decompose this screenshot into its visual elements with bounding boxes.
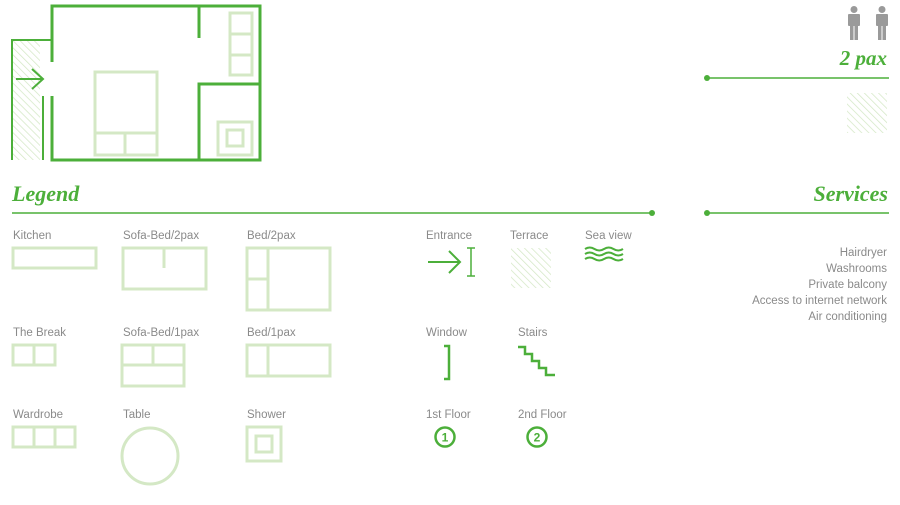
wardrobe-symbol bbox=[11, 425, 77, 449]
sofa-bed-2pax-symbol bbox=[121, 246, 208, 291]
window-symbol bbox=[444, 344, 451, 381]
service-item: Air conditioning bbox=[808, 311, 887, 323]
legend-label-bed-1pax: Bed/1pax bbox=[247, 327, 296, 339]
legend-divider bbox=[12, 210, 655, 216]
legend-label-bed-2pax: Bed/2pax bbox=[247, 230, 296, 242]
entrance-symbol bbox=[428, 247, 475, 277]
service-item: Private balcony bbox=[808, 279, 887, 291]
terrace-symbol bbox=[511, 248, 551, 288]
plan-shower bbox=[216, 120, 254, 157]
services-divider bbox=[704, 210, 889, 216]
legend-label-sofa-bed-1pax: Sofa-Bed/1pax bbox=[123, 327, 200, 339]
plan-interior-wall bbox=[197, 82, 260, 160]
plan-terrace bbox=[12, 40, 40, 160]
plan-bed bbox=[93, 70, 159, 157]
legend-label-second-floor: 2nd Floor bbox=[518, 409, 567, 421]
legend-label-stairs: Stairs bbox=[518, 327, 548, 339]
legend-label-sea-view: Sea view bbox=[585, 230, 632, 242]
shower-symbol bbox=[245, 425, 283, 463]
second-floor-number: 2 bbox=[534, 431, 541, 445]
first-floor-number: 1 bbox=[442, 431, 449, 445]
bed-1pax-symbol bbox=[245, 343, 332, 378]
table-symbol bbox=[120, 426, 180, 486]
legend-label-sofa-bed-2pax: Sofa-Bed/2pax bbox=[123, 230, 200, 242]
person-icon bbox=[876, 6, 888, 40]
service-item: Washrooms bbox=[826, 263, 887, 275]
services-list: Hairdryer Washrooms Private balcony Acce… bbox=[752, 245, 887, 325]
terrace-swatch bbox=[847, 93, 887, 133]
legend-label-the-break: The Break bbox=[13, 327, 67, 339]
legend-label-first-floor: 1st Floor bbox=[426, 409, 471, 421]
plan-terrace-outline bbox=[11, 39, 52, 160]
the-break-symbol bbox=[11, 343, 57, 367]
legend-label-terrace: Terrace bbox=[510, 230, 549, 242]
bed-2pax-symbol bbox=[245, 246, 332, 312]
services-title: Services bbox=[813, 181, 888, 206]
kitchen-symbol bbox=[11, 246, 98, 270]
first-floor-symbol: 1 bbox=[434, 426, 456, 448]
legend-label-window: Window bbox=[426, 327, 467, 339]
plan-wardrobe bbox=[228, 11, 254, 77]
occupancy-label: 2 pax bbox=[839, 46, 887, 70]
legend-title: Legend bbox=[12, 181, 80, 206]
sofa-bed-1pax-symbol bbox=[120, 343, 186, 388]
occupancy-divider bbox=[704, 75, 889, 81]
service-item: Access to internet network bbox=[752, 295, 887, 307]
legend-label-entrance: Entrance bbox=[426, 230, 473, 242]
sea-view-symbol bbox=[584, 246, 624, 262]
second-floor-symbol: 2 bbox=[526, 426, 548, 448]
person-icon bbox=[848, 6, 860, 40]
service-item: Hairdryer bbox=[839, 247, 887, 259]
legend-label-wardrobe: Wardrobe bbox=[13, 409, 64, 421]
floor-plan bbox=[11, 4, 262, 162]
stairs-symbol bbox=[518, 345, 555, 377]
legend-label-table: Table bbox=[123, 409, 151, 421]
legend-label-kitchen: Kitchen bbox=[13, 230, 52, 242]
legend-label-shower: Shower bbox=[247, 409, 286, 421]
plan-entrance-arrow bbox=[16, 68, 45, 90]
